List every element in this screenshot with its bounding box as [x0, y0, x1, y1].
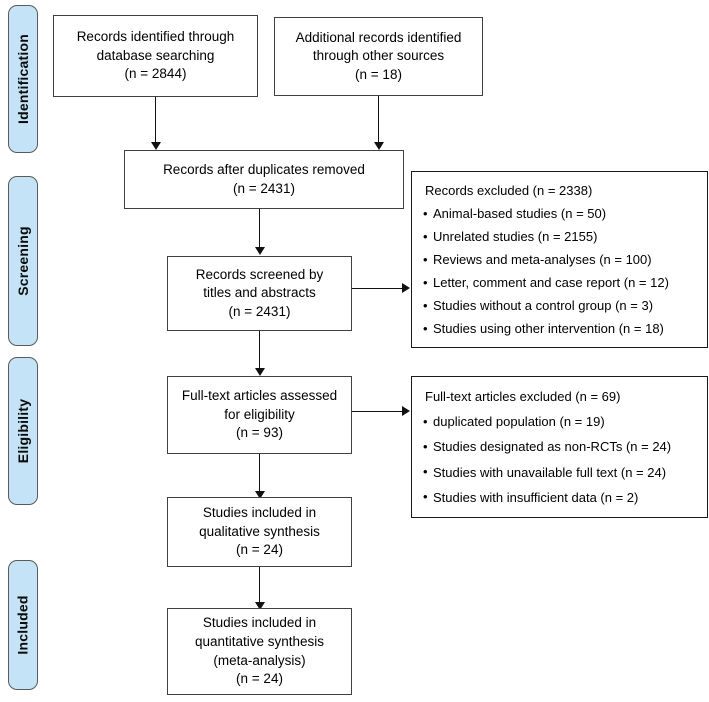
records-excluded-item: Reviews and meta-analyses (n = 100) [423, 252, 697, 268]
stage-label-identification: Identification [15, 34, 32, 124]
box-count: (n = 24) [236, 542, 283, 558]
arrowhead-qualitative-to-quantitative [255, 602, 265, 610]
records-excluded-heading: Records excluded (n = 2338) [425, 183, 593, 198]
box-records-excluded: Records excluded (n = 2338) Animal-based… [411, 171, 708, 348]
arrowhead-fulltext-to-qualitative [255, 491, 265, 499]
box-line: qualitative synthesis [199, 523, 320, 539]
box-line: for eligibility [224, 406, 295, 422]
box-line: Full-text articles assessed [181, 388, 338, 404]
box-records-screened: Records screened by titles and abstracts… [167, 256, 352, 331]
records-excluded-item: Letter, comment and case report (n = 12) [423, 275, 697, 291]
box-count: (n = 2431) [233, 180, 295, 196]
box-line: Records screened by [195, 266, 324, 282]
box-count: (n = 24) [236, 671, 283, 687]
box-records-identified-database: Records identified through database sear… [53, 15, 258, 97]
arrowhead-screened-to-fulltext [255, 368, 265, 376]
box-line: Additional records identified [295, 29, 462, 45]
arrowhead-dedup-to-screened [255, 247, 265, 255]
fulltext-excluded-item: duplicated population (n = 19) [423, 414, 697, 430]
box-fulltext-articles-assessed: Full-text articles assessed for eligibil… [167, 376, 352, 454]
stage-pill-eligibility: Eligibility [8, 357, 38, 505]
stage-label-eligibility: Eligibility [15, 398, 31, 464]
box-records-after-duplicates-removed: Records after duplicates removed (n = 24… [124, 150, 404, 209]
connector-screened-to-excluded [352, 288, 403, 289]
box-count: (n = 18) [355, 66, 402, 82]
records-excluded-item: Studies using other intervention (n = 18… [423, 321, 697, 337]
stage-pill-identification: Identification [8, 5, 38, 153]
stage-label-included: Included [15, 595, 32, 655]
connector-fulltext-to-excluded [352, 411, 403, 412]
box-count: (n = 93) [236, 425, 283, 441]
connector-qualitative-to-quantitative [259, 567, 260, 604]
stage-pill-screening: Screening [8, 176, 38, 346]
arrowhead-database-to-dedup [151, 142, 161, 150]
stage-pill-included: Included [8, 560, 38, 690]
box-line: Records identified through [76, 29, 235, 45]
arrowhead-fulltext-to-excluded [402, 406, 410, 416]
box-count: (n = 2431) [228, 303, 291, 319]
box-line: (meta-analysis) [213, 652, 306, 668]
arrowhead-screened-to-excluded [402, 283, 410, 293]
box-line: quantitative synthesis [194, 633, 325, 649]
connector-fulltext-to-qualitative [259, 454, 260, 493]
box-count: (n = 2844) [124, 66, 187, 82]
records-excluded-item: Studies without a control group (n = 3) [423, 298, 697, 314]
connector-screened-to-fulltext [259, 331, 260, 370]
fulltext-excluded-item: Studies with insufficient data (n = 2) [423, 489, 697, 505]
box-line: Studies included in [202, 615, 317, 631]
box-studies-included-quantitative: Studies included in quantitative synthes… [167, 608, 352, 695]
connector-database-to-dedup [155, 97, 156, 144]
connector-other-to-dedup [378, 96, 379, 144]
box-line: Records after duplicates removed [163, 161, 365, 177]
box-studies-included-qualitative: Studies included in qualitative synthesi… [167, 497, 352, 567]
records-excluded-item: Animal-based studies (n = 50) [423, 206, 697, 222]
fulltext-excluded-item: Studies designated as non-RCTs (n = 24) [423, 439, 697, 455]
fulltext-excluded-item: Studies with unavailable full text (n = … [423, 464, 697, 480]
stage-label-screening: Screening [15, 226, 31, 296]
box-line: titles and abstracts [203, 285, 316, 301]
box-line: through other sources [312, 48, 445, 64]
connector-dedup-to-screened [259, 209, 260, 249]
records-excluded-item: Unrelated studies (n = 2155) [423, 229, 697, 245]
box-additional-records-other-sources: Additional records identified through ot… [274, 17, 483, 96]
fulltext-excluded-heading: Full-text articles excluded (n = 69) [425, 389, 621, 405]
arrowhead-other-to-dedup [374, 142, 384, 150]
box-fulltext-excluded: Full-text articles excluded (n = 69) dup… [411, 376, 708, 518]
box-line: Studies included in [202, 505, 317, 521]
box-line: database searching [96, 47, 215, 63]
